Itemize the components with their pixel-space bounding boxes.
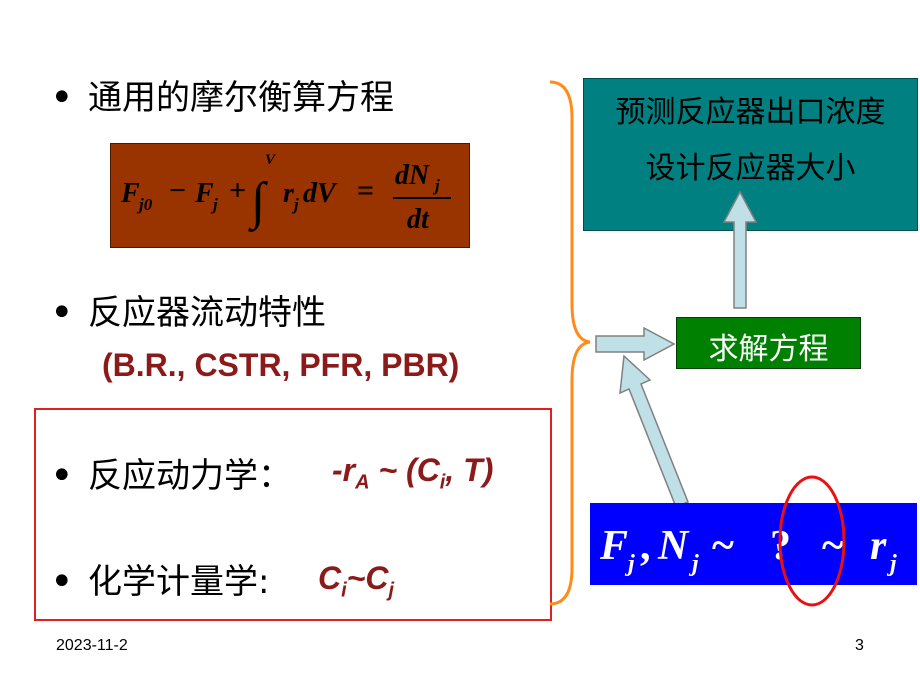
bullet-marker: •	[50, 453, 74, 499]
curly-brace	[549, 80, 591, 606]
mole-balance-equation: F j0 − F j + ∫ V r j dV = dN j dt	[110, 143, 470, 248]
bullet-marker: •	[50, 75, 74, 121]
kinetics-stoich-frame	[34, 408, 552, 621]
svg-text:j: j	[291, 195, 299, 214]
prediction-box: 预测反应器出口浓度 设计反应器大小	[583, 78, 918, 231]
solve-equation-box: 求解方程	[676, 317, 861, 369]
page-number: 3	[855, 637, 864, 654]
bullet-reactor-flow: 反应器流动特性	[88, 293, 326, 333]
diagonal-arrow-icon	[619, 354, 689, 508]
svg-text:j: j	[432, 176, 440, 195]
svg-text:N: N	[657, 523, 690, 569]
svg-text:,: ,	[640, 523, 651, 569]
prediction-line-2: 设计反应器大小	[645, 151, 856, 186]
svg-text:~: ~	[712, 523, 734, 569]
svg-text:dV: dV	[303, 178, 338, 209]
svg-text:V: V	[265, 152, 277, 168]
svg-text:dN: dN	[395, 160, 431, 191]
kinetics-expression: -rA ~ (Ci, T)	[332, 452, 494, 494]
svg-text:F: F	[120, 178, 140, 209]
svg-text:=: =	[357, 174, 374, 207]
svg-text:r: r	[283, 178, 295, 209]
relation-box: F j , N j ~ ? ~ r j	[590, 503, 917, 585]
svg-text:j: j	[688, 551, 699, 577]
bullet-mole-balance: 通用的摩尔衡算方程	[88, 78, 394, 118]
right-arrow-icon	[595, 326, 676, 362]
bullet-kinetics: 反应动力学：	[88, 456, 292, 496]
svg-text:F: F	[599, 523, 628, 569]
highlight-ellipse	[778, 475, 846, 607]
footer-date: 2023-11-2	[56, 637, 128, 654]
svg-text:+: +	[229, 174, 246, 207]
bullet-stoichiometry: 化学计量学:	[88, 562, 270, 602]
bullet-marker: •	[50, 559, 74, 605]
svg-text:~: ~	[822, 523, 844, 569]
reactor-types: (B.R., CSTR, PFR, PBR)	[102, 347, 460, 383]
svg-text:j: j	[886, 551, 897, 577]
svg-text:−: −	[169, 174, 186, 207]
svg-text:r: r	[870, 523, 887, 569]
svg-text:j0: j0	[136, 195, 153, 214]
up-arrow-icon	[722, 190, 758, 309]
svg-text:F: F	[194, 178, 214, 209]
svg-text:j: j	[210, 195, 218, 214]
bullet-marker: •	[50, 290, 74, 336]
equation-graphic: F j0 − F j + ∫ V r j dV = dN j dt	[120, 152, 451, 235]
svg-text:j: j	[624, 551, 635, 577]
svg-text:∫: ∫	[248, 173, 268, 232]
svg-text:dt: dt	[407, 204, 430, 235]
prediction-line-1: 预测反应器出口浓度	[615, 95, 886, 130]
relation-graphic: F j , N j ~ ? ~ r j	[599, 523, 897, 577]
solve-label: 求解方程	[708, 332, 829, 367]
stoich-expression: Ci~Cj	[318, 560, 395, 602]
